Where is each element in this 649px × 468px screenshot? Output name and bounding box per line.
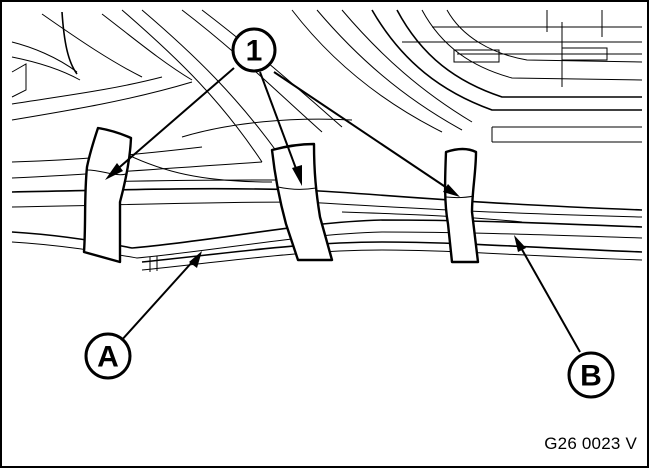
callout-b-label: B [580, 360, 602, 393]
callout-a-label: A [97, 341, 119, 374]
upper-sweeping-lines [121, 9, 643, 163]
upper-right-tabs [453, 47, 608, 63]
callout-1-label: 1 [246, 35, 263, 68]
clip-right [443, 147, 480, 264]
callout-b: B [567, 351, 615, 399]
figure-code: G26 0023 V [544, 434, 637, 453]
callout-1: 1 [231, 27, 277, 73]
clip-left [82, 126, 133, 264]
leader-arrows [105, 67, 581, 353]
retaining-clips [82, 126, 480, 264]
upper-left-panel-lines [11, 11, 193, 121]
clip-middle [270, 142, 334, 262]
callout-a: A [84, 332, 132, 380]
